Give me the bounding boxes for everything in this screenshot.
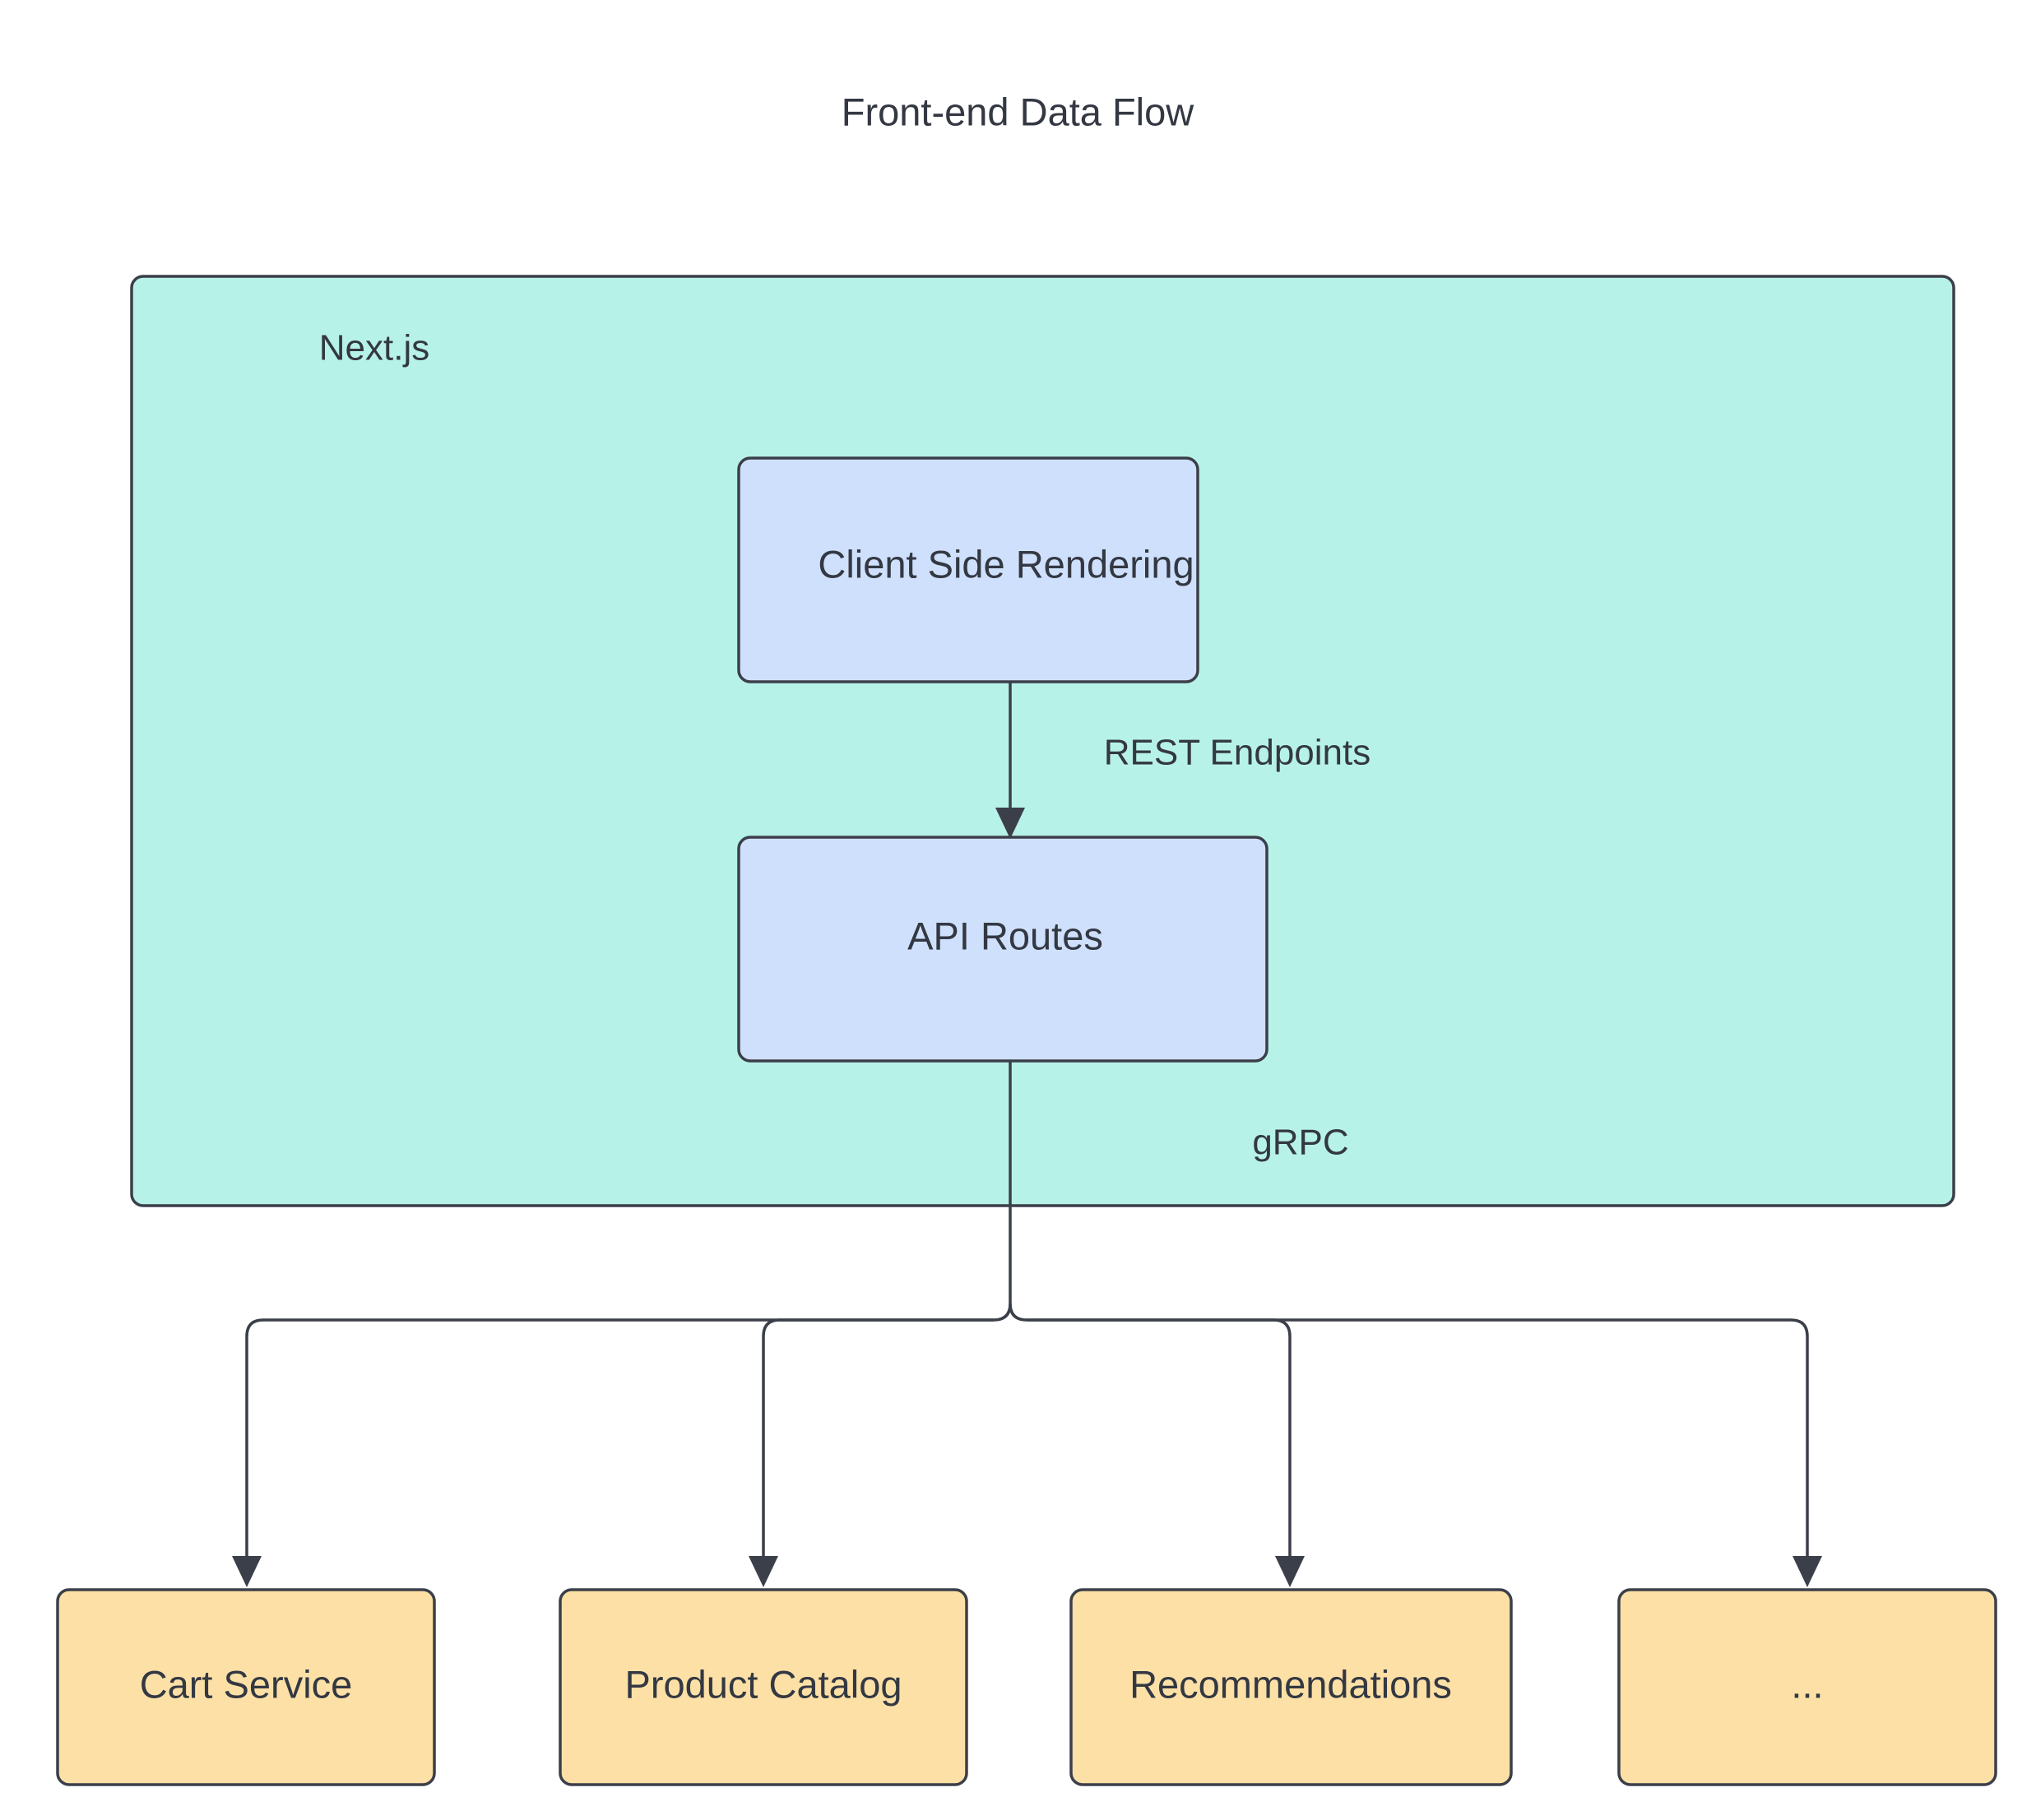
node-product-catalog-label: Product Catalog [624, 1662, 902, 1706]
node-cart-service-rect[interactable] [56, 1588, 436, 1786]
node-client-side-rendering-rect[interactable] [737, 456, 1199, 683]
node-cart-service-label: Cart Service [140, 1662, 353, 1706]
arrowhead-api-to-recommendations [1275, 1556, 1305, 1587]
edge-api-to-more-line [1027, 1318, 1809, 1563]
node-api-routes-label: API Routes [907, 914, 1103, 957]
edge-api-to-catalog[interactable] [749, 1318, 994, 1587]
edge-label-grpc: gRPC [1252, 1123, 1348, 1163]
node-more-services-rect[interactable] [1617, 1588, 1997, 1786]
edge-api-to-cart-line [245, 1318, 994, 1563]
node-api-routes-rect[interactable] [737, 836, 1268, 1063]
edge-api-to-more[interactable] [1027, 1318, 1822, 1587]
diagram-title: Front-end Data Flow [842, 90, 1194, 133]
cluster-nextjs[interactable]: Next.js [130, 275, 1955, 1207]
node-api-routes[interactable]: API Routes [737, 836, 1268, 1063]
edge-csr-to-api[interactable]: REST Endpoints [995, 681, 1370, 839]
edge-api-to-cart[interactable] [232, 1318, 994, 1587]
node-cart-service[interactable]: Cart Service [56, 1588, 436, 1786]
cluster-nextjs-rect[interactable] [130, 275, 1955, 1207]
arrowhead-csr-to-api [995, 808, 1025, 839]
node-recommendations-rect[interactable] [1069, 1588, 1513, 1786]
node-client-side-rendering[interactable]: Client Side Rendering [737, 456, 1199, 683]
node-recommendations-label: Recommendations [1129, 1662, 1452, 1706]
node-more-services[interactable]: ... [1617, 1588, 1997, 1786]
arrowhead-api-to-more [1793, 1556, 1822, 1587]
node-product-catalog[interactable]: Product Catalog [559, 1588, 968, 1786]
edge-api-to-recommendations[interactable] [1027, 1318, 1305, 1587]
edge-api-to-recommendations-line [1027, 1318, 1292, 1563]
edge-api-trunk [993, 1061, 1027, 1322]
arrowhead-api-to-cart [232, 1556, 262, 1587]
node-product-catalog-rect[interactable] [559, 1588, 968, 1786]
node-recommendations[interactable]: Recommendations [1069, 1588, 1513, 1786]
node-client-side-rendering-label: Client Side Rendering [818, 542, 1194, 586]
arrowhead-api-to-catalog [749, 1556, 778, 1587]
cluster-nextjs-label: Next.js [319, 328, 429, 368]
edge-api-trunk-line-right [1009, 1303, 1027, 1322]
node-more-services-label: ... [1791, 1662, 1823, 1706]
edge-label-rest-endpoints: REST Endpoints [1104, 733, 1370, 773]
edge-api-to-catalog-line [762, 1318, 994, 1563]
